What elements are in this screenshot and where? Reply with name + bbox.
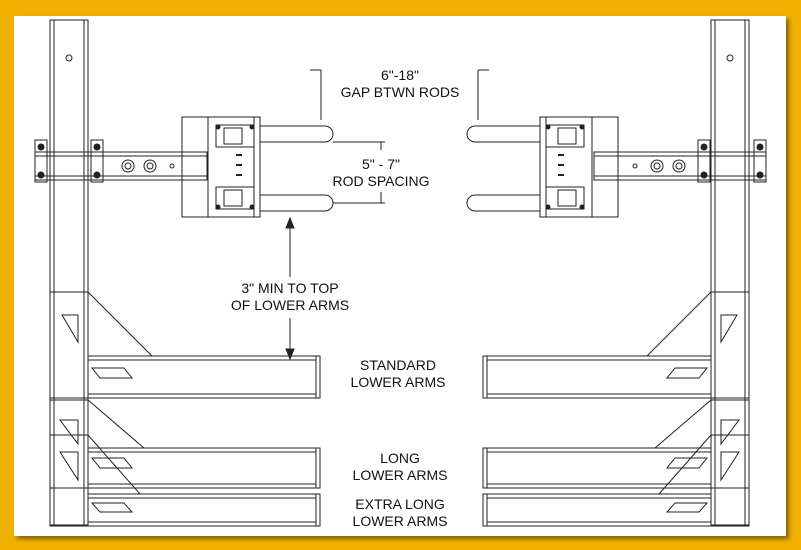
left-extra-long-arm (49, 434, 321, 527)
right-clamp-assembly (593, 139, 767, 183)
gap-range-label: 6"-18" (381, 67, 419, 83)
rod-spacing-dimension (333, 141, 385, 204)
gap-text-label: GAP BTWN RODS (341, 84, 460, 100)
extra-long-arms-label-2: LOWER ARMS (353, 513, 448, 529)
min-clearance-label-2: OF LOWER ARMS (231, 297, 349, 313)
spacing-range-label: 5" - 7" (362, 156, 400, 172)
right-extra-long-arm (482, 434, 750, 527)
right-rods (466, 125, 540, 212)
left-upright (49, 19, 89, 526)
left-rods (260, 125, 334, 212)
gap-dimension (310, 69, 489, 120)
annotation-labels: 6"-18" GAP BTWN RODS 5" - 7" ROD SPACING… (231, 67, 460, 529)
left-standard-arm (49, 291, 321, 399)
left-mount-plate (181, 116, 261, 218)
min-clearance-label-1: 3" MIN TO TOP (241, 280, 338, 296)
extra-long-arms-label-1: EXTRA LONG (355, 496, 444, 512)
long-arms-label-2: LOWER ARMS (353, 467, 448, 483)
right-standard-arm (482, 291, 750, 399)
right-long-arm (482, 399, 750, 489)
standard-arms-label-1: STANDARD (360, 357, 436, 373)
min-clearance-dimension (285, 216, 295, 361)
left-clamp-assembly (34, 139, 208, 183)
spacing-text-label: ROD SPACING (333, 173, 430, 189)
right-upright (710, 19, 750, 526)
drawing-panel (14, 16, 786, 536)
long-arms-label-1: LONG (380, 450, 420, 466)
left-long-arm (49, 399, 321, 489)
right-mount-plate (539, 116, 619, 218)
standard-arms-label-2: LOWER ARMS (351, 374, 446, 390)
